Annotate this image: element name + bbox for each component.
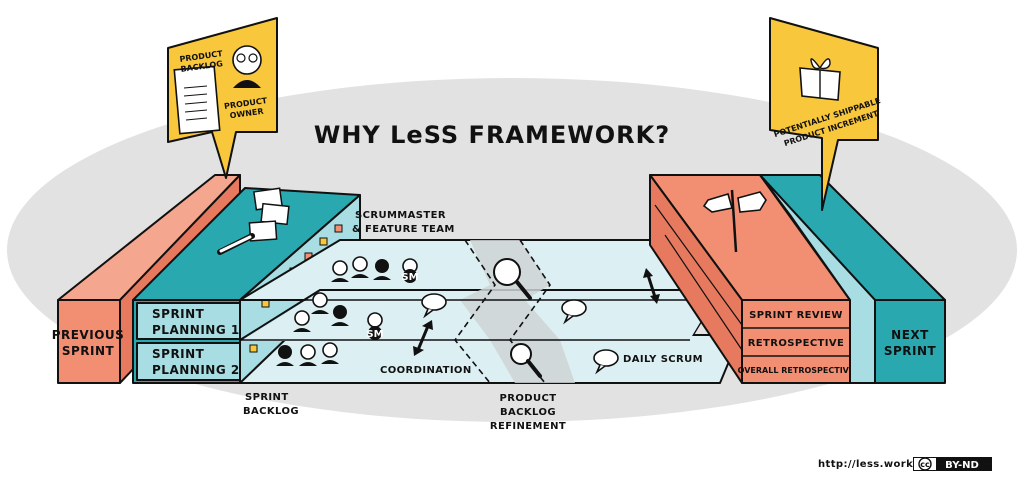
person-icon [276,345,294,366]
refinement-label-1: PRODUCT [500,393,557,404]
sync-arrow-icon [643,268,660,304]
person-icon [331,305,349,326]
sticky-note [334,224,343,233]
marker-icon [217,233,255,255]
sprint-planning-2-line-2: PLANNING 2 [152,363,240,377]
refinement-label-2: BACKLOG [500,407,556,418]
next-sprint-label-1: NEXT [891,328,929,342]
person-icon [331,260,349,282]
person-icon [351,256,369,278]
feature-team-people [276,256,418,366]
sprint-planning-2-line-1: SPRINT [152,347,205,361]
gift-icon [799,58,841,101]
person-icon [321,342,339,364]
sm-badge: SM [366,329,383,340]
person-icon [402,258,418,283]
license-badge[interactable]: cc BY-ND [913,457,992,471]
coordination-arrow-icon [413,320,433,356]
url-link[interactable]: http://less.works [818,459,920,470]
sprint-review-block: SPRINT REVIEW RETROSPECTIVE OVERALL RETR… [649,174,855,384]
coordination-label: COORDINATION [380,365,472,376]
retrospective-label: RETROSPECTIVE [748,338,845,349]
product-owner-avatar [232,45,262,88]
sticky-note [261,299,270,308]
title: WHY LeSS FRAMEWORK? [314,121,670,149]
person-icon [299,344,317,366]
overall-retrospective-label: OVERALL RETROSPECTIVE [738,366,855,375]
previous-sprint-label-2: SPRINT [62,344,115,358]
cc-icon: cc [920,460,930,469]
daily-scrum-label: DAILY SCRUM [623,354,703,365]
sprint-review-label: SPRINT REVIEW [749,310,843,321]
increment-callout: POTENTIALLY SHIPPABLE PRODUCT INCREMENT [769,17,882,211]
person-icon [367,312,383,340]
person-icon [293,310,311,332]
scrummaster-label-2: & FEATURE TEAM [352,224,455,235]
sprint-backlog-label-2: BACKLOG [243,406,299,417]
sprint-backlog-label-1: SPRINT [245,392,289,403]
previous-sprint-label-1: PREVIOUS [52,328,125,342]
signpost-icon [702,189,767,253]
lanes [239,239,741,384]
magnifier-icon [510,343,542,378]
person-icon [311,292,329,314]
license-label: BY-ND [945,460,979,471]
speech-bubble-icon [593,349,619,375]
scrummaster-label-1: SCRUMMASTER [355,210,446,221]
sprint-planning-1-line-2: PLANNING 1 [152,323,240,337]
sticky-note [319,237,328,246]
person-icon [373,259,391,280]
next-sprint-label-2: SPRINT [884,344,937,358]
magnifier-icon [493,258,532,300]
refinement-label-3: REFINEMENT [490,421,566,432]
product-owner-callout: PRODUCT BACKLOG PRODUCT OWNER [167,17,278,179]
speech-bubble-icon [561,299,587,325]
sticky-note [249,344,258,353]
sm-badge: SM [401,272,418,283]
speech-bubble-icon [421,293,447,319]
paper-note [248,220,278,242]
sprint-planning-1-line-1: SPRINT [152,307,205,321]
next-sprint-block: NEXT SPRINT [759,174,946,384]
